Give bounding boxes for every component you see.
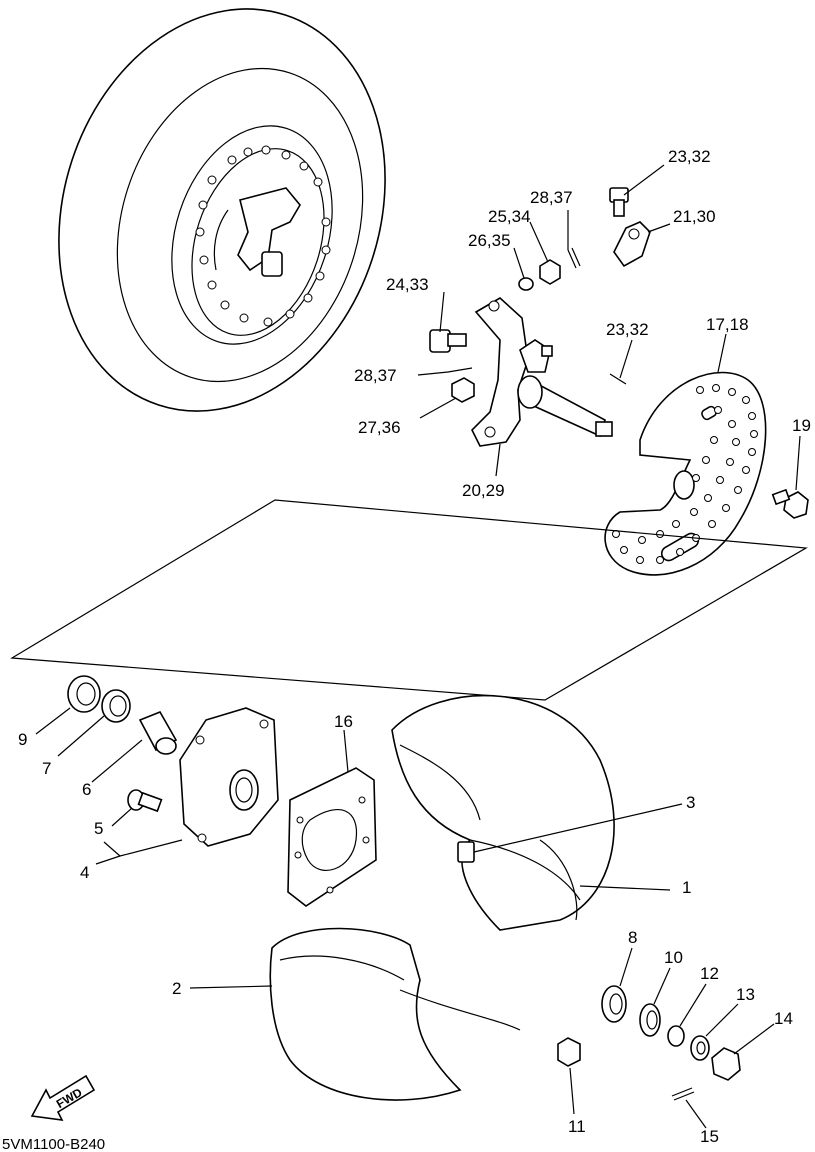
callout-22-31: 23,32 bbox=[668, 147, 711, 166]
callout-14: 14 bbox=[774, 1009, 793, 1028]
callout-21-30: 21,30 bbox=[673, 207, 716, 226]
leader-lines bbox=[35, 164, 801, 1129]
wheel-half-2 bbox=[269, 927, 521, 1101]
callout-2: 2 bbox=[172, 979, 181, 998]
callout-labels: 23,32 28,37 21,30 25,34 26,35 24,33 23,3… bbox=[18, 147, 811, 1146]
gasket-16 bbox=[287, 767, 377, 907]
callout-17-18: 17,18 bbox=[706, 315, 749, 334]
bearing-8 bbox=[601, 985, 627, 1023]
callout-26-35: 26,35 bbox=[468, 231, 511, 250]
oil-seal-9 bbox=[67, 675, 101, 713]
callout-28-37-lower: 28,37 bbox=[354, 366, 397, 385]
collar-11 bbox=[557, 1037, 581, 1067]
callout-6: 6 bbox=[82, 780, 91, 799]
diagram-code: 5VM1100-B240 bbox=[2, 1136, 105, 1152]
callout-9: 9 bbox=[18, 730, 27, 749]
fwd-arrow-icon: FWD bbox=[30, 1074, 96, 1121]
callout-7: 7 bbox=[42, 759, 51, 778]
bolt-19 bbox=[771, 488, 809, 519]
spacer-12 bbox=[667, 1025, 685, 1047]
hub-4 bbox=[179, 707, 279, 847]
callout-16: 16 bbox=[334, 712, 353, 731]
callout-20-29: 20,29 bbox=[462, 481, 505, 500]
callout-28-37-upper: 28,37 bbox=[530, 188, 573, 207]
callout-3: 3 bbox=[686, 793, 695, 812]
wheel-half-1 bbox=[391, 694, 615, 931]
bolt-22-31 bbox=[609, 187, 629, 217]
air-valve-3 bbox=[457, 841, 475, 863]
callout-1: 1 bbox=[682, 878, 691, 897]
callout-27-36: 27,36 bbox=[358, 418, 401, 437]
bracket-21-30 bbox=[613, 221, 651, 268]
callout-5: 5 bbox=[94, 819, 103, 838]
callout-11: 11 bbox=[568, 1117, 586, 1136]
callout-24-33: 24,33 bbox=[386, 275, 429, 294]
callout-4: 4 bbox=[80, 863, 89, 882]
oil-seal-10 bbox=[639, 1003, 661, 1037]
callout-13: 13 bbox=[736, 985, 755, 1004]
bolt-24-33 bbox=[429, 329, 467, 353]
callout-23-32: 23,32 bbox=[606, 320, 649, 339]
callout-10: 10 bbox=[664, 948, 683, 967]
callout-25-34: 25,34 bbox=[488, 207, 531, 226]
exploded-view-plane bbox=[10, 499, 808, 701]
brake-disc bbox=[604, 371, 767, 576]
bearing-7 bbox=[101, 689, 131, 723]
washer-26-35 bbox=[518, 277, 534, 291]
callout-15: 15 bbox=[700, 1127, 719, 1146]
knuckle-assembly bbox=[471, 297, 613, 447]
assembled-disc-holes bbox=[195, 145, 331, 327]
cotter-pin-28-37-lower bbox=[447, 367, 473, 373]
disc-holes bbox=[612, 384, 758, 564]
washer-13 bbox=[690, 1035, 710, 1061]
callout-12: 12 bbox=[700, 964, 719, 983]
nut-25-34 bbox=[539, 259, 561, 285]
callout-19: 19 bbox=[792, 416, 811, 435]
callout-8: 8 bbox=[628, 928, 637, 947]
nut-14 bbox=[711, 1047, 741, 1081]
assembled-wheel-illustration bbox=[58, 8, 386, 412]
cotter-pin-15 bbox=[671, 1087, 695, 1101]
cotter-pin-28-37-upper bbox=[567, 247, 581, 269]
cotter-pin-23-32 bbox=[609, 373, 627, 385]
bolt-5 bbox=[127, 789, 163, 813]
nut-27-36 bbox=[451, 377, 475, 403]
spacer-6 bbox=[138, 710, 178, 755]
